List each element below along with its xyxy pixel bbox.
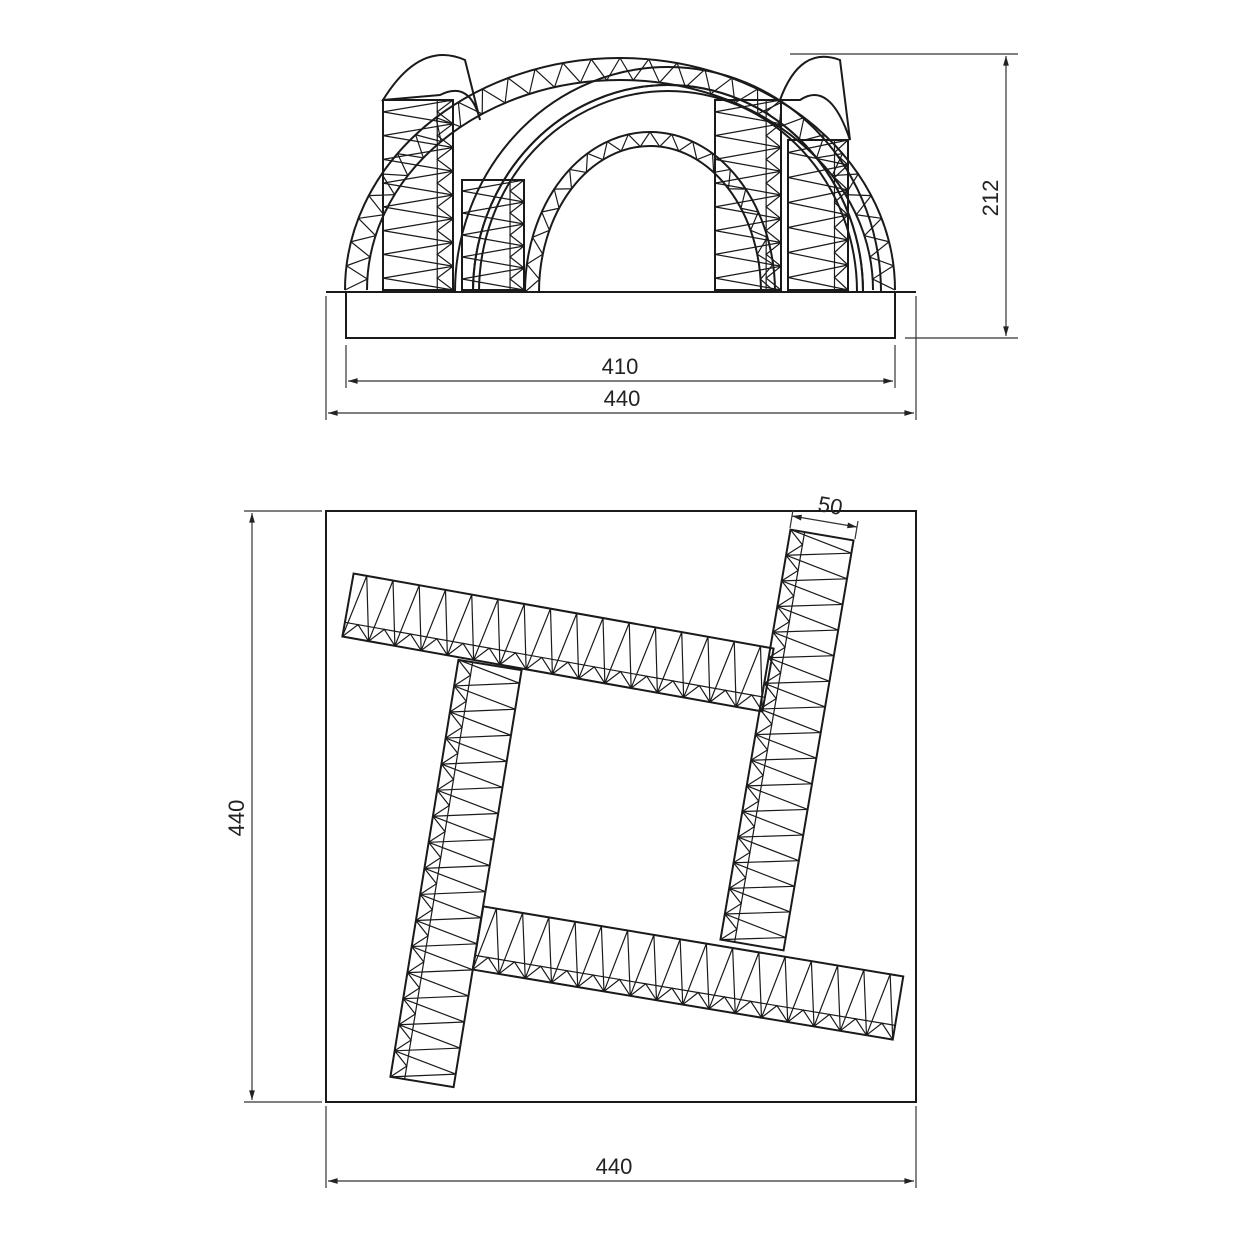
truss-pattern bbox=[461, 179, 525, 291]
beam-bottom bbox=[471, 905, 905, 1041]
beam-right bbox=[719, 528, 855, 952]
beam-outline bbox=[714, 99, 782, 291]
beam-chord bbox=[734, 531, 806, 943]
dimension-440-vertical: 440 bbox=[224, 510, 322, 1103]
beam-outline bbox=[471, 905, 905, 1041]
arch-outer bbox=[454, 66, 882, 293]
dimension-label: 440 bbox=[596, 1154, 633, 1179]
arch-rear-inner bbox=[524, 131, 776, 293]
dimension-410: 410 bbox=[345, 345, 896, 388]
beams bbox=[341, 528, 905, 1089]
dimension-440-front: 440 bbox=[325, 296, 917, 420]
beam-chord bbox=[475, 954, 896, 1026]
base-plate bbox=[345, 291, 896, 339]
arches bbox=[344, 54, 896, 293]
truss-pattern bbox=[472, 908, 894, 1040]
beam-outline bbox=[341, 572, 775, 713]
truss-pattern bbox=[341, 575, 763, 712]
plan-view bbox=[325, 510, 917, 1103]
truss-pattern bbox=[787, 139, 849, 291]
beam-chord bbox=[344, 621, 766, 698]
arch-outer bbox=[472, 84, 864, 293]
truss-pattern bbox=[344, 57, 896, 291]
arch-inner bbox=[478, 90, 858, 293]
dimension-440-horizontal: 440 bbox=[325, 1106, 917, 1188]
beam-outline bbox=[719, 528, 855, 952]
arch-outer bbox=[344, 57, 896, 291]
beam-outline bbox=[389, 658, 523, 1089]
truss-pattern bbox=[382, 99, 454, 291]
dimension-50: 50 bbox=[789, 491, 859, 540]
beam-outline bbox=[787, 139, 849, 291]
dimension-label: 440 bbox=[224, 800, 249, 837]
beam-left bbox=[389, 658, 523, 1089]
dimension-label: 50 bbox=[816, 491, 844, 520]
front-view bbox=[326, 54, 916, 339]
truss-pattern bbox=[390, 659, 520, 1078]
dimension-label: 440 bbox=[604, 386, 641, 411]
truss-pattern bbox=[720, 529, 852, 941]
arch-outer bbox=[524, 131, 776, 293]
dimension-label: 410 bbox=[602, 354, 639, 379]
truss-leg-right-inner bbox=[714, 99, 782, 291]
truss-leg-left-inner bbox=[461, 179, 525, 291]
arch-back bbox=[344, 57, 896, 291]
arch-cap-right bbox=[778, 55, 851, 141]
arch-cap-left bbox=[381, 54, 481, 121]
dimension-212: 212 bbox=[790, 53, 1018, 339]
beam-outline bbox=[461, 179, 525, 291]
truss-pattern bbox=[714, 99, 782, 291]
base-square bbox=[325, 510, 917, 1103]
truss-pattern bbox=[524, 131, 776, 293]
beam-chord bbox=[404, 662, 474, 1080]
truss-leg-right bbox=[787, 139, 849, 291]
beam-top bbox=[341, 572, 775, 713]
dimension-label: 212 bbox=[978, 180, 1003, 217]
